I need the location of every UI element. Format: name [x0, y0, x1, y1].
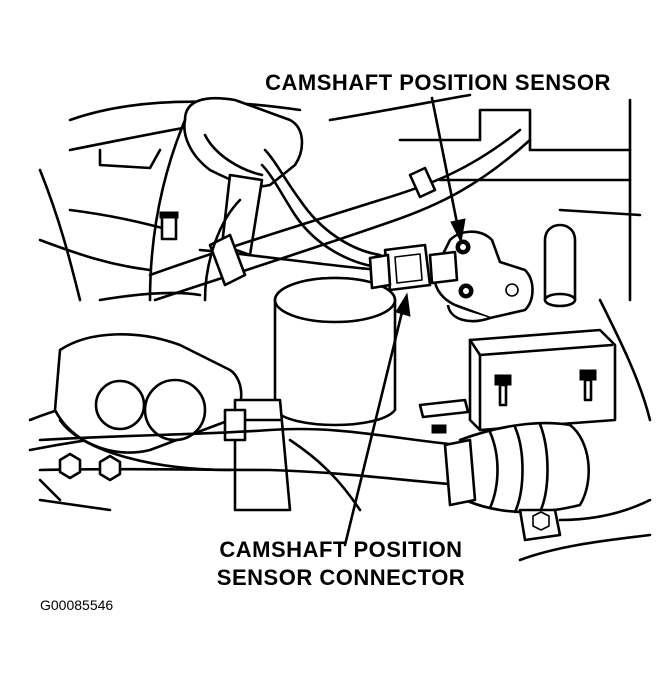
- lower-left-pipes: [53, 333, 243, 472]
- connector-label: CAMSHAFT POSITION SENSOR CONNECTOR: [196, 536, 486, 592]
- intake-boot: [443, 421, 591, 542]
- oil-fill-cap: [183, 96, 304, 257]
- leader-arrows: [343, 96, 466, 547]
- connector-label-line-1: CAMSHAFT POSITION: [219, 537, 463, 562]
- bolt-left: [159, 211, 179, 241]
- oil-filter: [273, 276, 397, 427]
- small-fitting: [418, 398, 470, 434]
- upper-right-knob: [543, 223, 577, 308]
- left-hose: [148, 118, 242, 302]
- camshaft-position-sensor: [433, 230, 534, 323]
- hose-clamp: [223, 398, 292, 512]
- control-module: [468, 328, 617, 432]
- figure-id: G00085546: [40, 597, 114, 613]
- bolts-bottom-left: [58, 452, 122, 482]
- camshaft-sensor-label: CAMSHAFT POSITION SENSOR: [265, 70, 611, 95]
- wire-harness: [260, 148, 387, 270]
- connector-label-line-2: SENSOR CONNECTOR: [216, 565, 466, 590]
- sensor-connector: [368, 243, 459, 292]
